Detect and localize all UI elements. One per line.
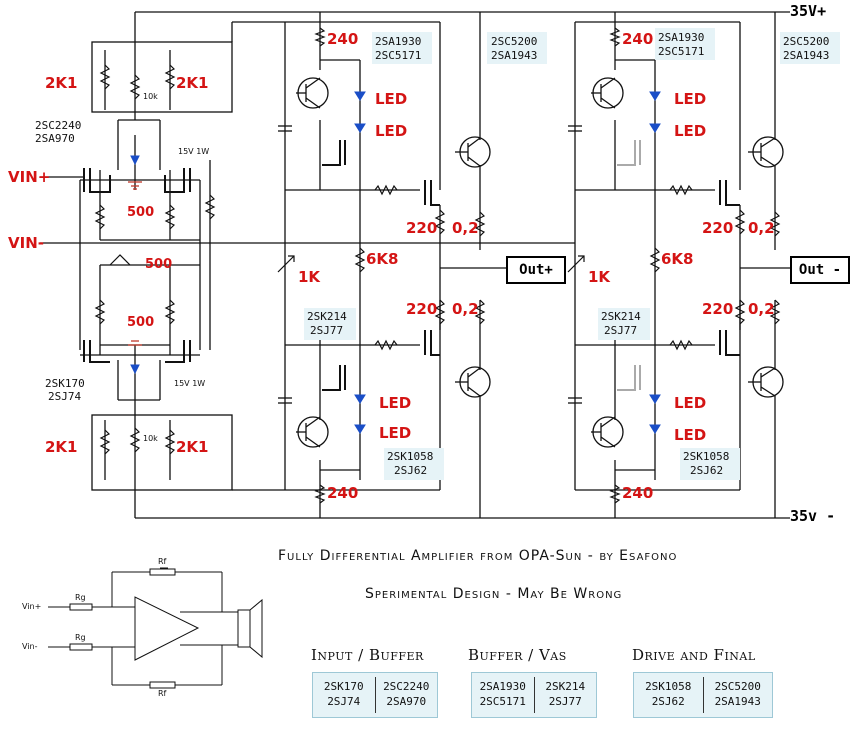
part: 2SA970 (386, 695, 427, 708)
part: 2SJ77 (548, 695, 582, 708)
r-240-top-right: 240 (622, 30, 654, 48)
part: 2SC5200 (714, 680, 761, 694)
part: 2SK1058 (645, 680, 692, 694)
led-label: LED (674, 90, 707, 108)
section-title-input-buffer: Input / Buffer (311, 646, 424, 664)
r-02-top-left: 0,2 (452, 219, 479, 237)
r-6k8-left: 6K8 (366, 250, 399, 268)
part: 2SK214 (545, 680, 586, 694)
r-2k1-top-right: 2K1 (176, 74, 209, 92)
out-minus-terminal: Out - (790, 256, 850, 284)
vin-minus-label: VIN- (8, 234, 44, 252)
r-240-bot-left: 240 (327, 484, 359, 502)
r-240-top-left: 240 (327, 30, 359, 48)
final-top-left-part-1: 2SC5200 (491, 35, 538, 48)
part: 2SA1943 (714, 695, 761, 708)
part: 2SJ74 (327, 695, 361, 708)
buf-mid-left-part-2: 2SJ77 (310, 324, 344, 337)
inset-rg-bot: Rg (75, 633, 86, 642)
inset-rf-bot: Rf (158, 689, 167, 698)
r-02-bot-right: 0,2 (748, 300, 775, 318)
r-2k1-bot-right: 2K1 (176, 438, 209, 456)
r-6k8-right: 6K8 (661, 250, 694, 268)
led-label: LED (375, 122, 408, 140)
vas-top-left-part-2: 2SC5171 (375, 49, 422, 62)
inset-rg-top: Rg (75, 593, 86, 602)
buf-mid-right-part-1: 2SK214 (601, 310, 641, 323)
pot-1k-left: 1K (298, 268, 321, 286)
r-10k-top: 10k (143, 92, 158, 101)
part: 2SK170 (323, 680, 364, 694)
final-top-right-part-1: 2SC5200 (783, 35, 830, 48)
r-500-mid: 500 (145, 257, 173, 272)
drv-bot-right-part-1: 2SK1058 (683, 450, 730, 463)
section-title-buffer-vas: Buffer / Vas (468, 646, 567, 664)
part: 2SJ62 (651, 695, 685, 708)
r-2k1-top-left: 2K1 (45, 74, 78, 92)
r-500-top: 500 (127, 205, 155, 220)
r-220-bot-right: 220 (702, 300, 734, 318)
vas-top-right-part-1: 2SA1930 (658, 31, 705, 44)
input-top-part-2: 2SA970 (35, 132, 75, 145)
r-02-top-right: 0,2 (748, 219, 775, 237)
r-10k-bot: 10k (143, 434, 158, 443)
section-title-drive-final: Drive and Final (632, 646, 756, 664)
led-label: LED (379, 424, 412, 442)
vin-plus-label: VIN+ (8, 168, 51, 186)
inset-vin-plus: Vin+ (22, 602, 42, 611)
part: 2SA1930 (479, 680, 526, 694)
buf-mid-left-part-1: 2SK214 (307, 310, 347, 323)
led-label: LED (674, 122, 707, 140)
drv-bot-right-part-2: 2SJ62 (690, 464, 724, 477)
led-label: LED (674, 426, 707, 444)
inset-rf-top: Rf (158, 557, 167, 566)
final-top-left-part-2: 2SA1943 (491, 49, 538, 62)
r-2k1-bot-left: 2K1 (45, 438, 78, 456)
final-top-right-part-2: 2SA1943 (783, 49, 830, 62)
r-240-bot-right: 240 (622, 484, 654, 502)
r-220-top-left: 220 (406, 219, 438, 237)
zener-bot-label: 15V 1W (174, 379, 206, 388)
pot-1k-right: 1K (588, 268, 611, 286)
zener-top-label: 15V 1W (178, 147, 210, 156)
part: 2SC2240 (383, 680, 430, 694)
rail-negative-label: 35v - (790, 507, 836, 525)
page-title: Fully Differential Amplifier from OPA-Su… (278, 548, 678, 564)
led-label: LED (375, 90, 408, 108)
out-plus-terminal: Out+ (506, 256, 566, 284)
drv-bot-left-part-1: 2SK1058 (387, 450, 434, 463)
inset-vin-minus: Vin- (22, 642, 38, 651)
rail-positive-label: 35V+ (790, 2, 827, 20)
r-02-bot-left: 0,2 (452, 300, 479, 318)
led-label: LED (674, 394, 707, 412)
page-subtitle: Sperimental Design - May Be Wrong (365, 586, 623, 602)
input-bot-part-1: 2SK170 (45, 377, 85, 390)
r-220-bot-left: 220 (406, 300, 438, 318)
r-500-low: 500 (127, 315, 155, 330)
buf-mid-right-part-2: 2SJ77 (604, 324, 638, 337)
r-220-top-right: 220 (702, 219, 734, 237)
drv-bot-left-part-2: 2SJ62 (394, 464, 428, 477)
input-top-part-1: 2SC2240 (35, 119, 82, 132)
part: 2SC5171 (479, 695, 526, 708)
vas-top-right-part-2: 2SC5171 (658, 45, 705, 58)
led-label: LED (379, 394, 412, 412)
input-bot-part-2: 2SJ74 (48, 390, 82, 403)
vas-top-left-part-1: 2SA1930 (375, 35, 422, 48)
